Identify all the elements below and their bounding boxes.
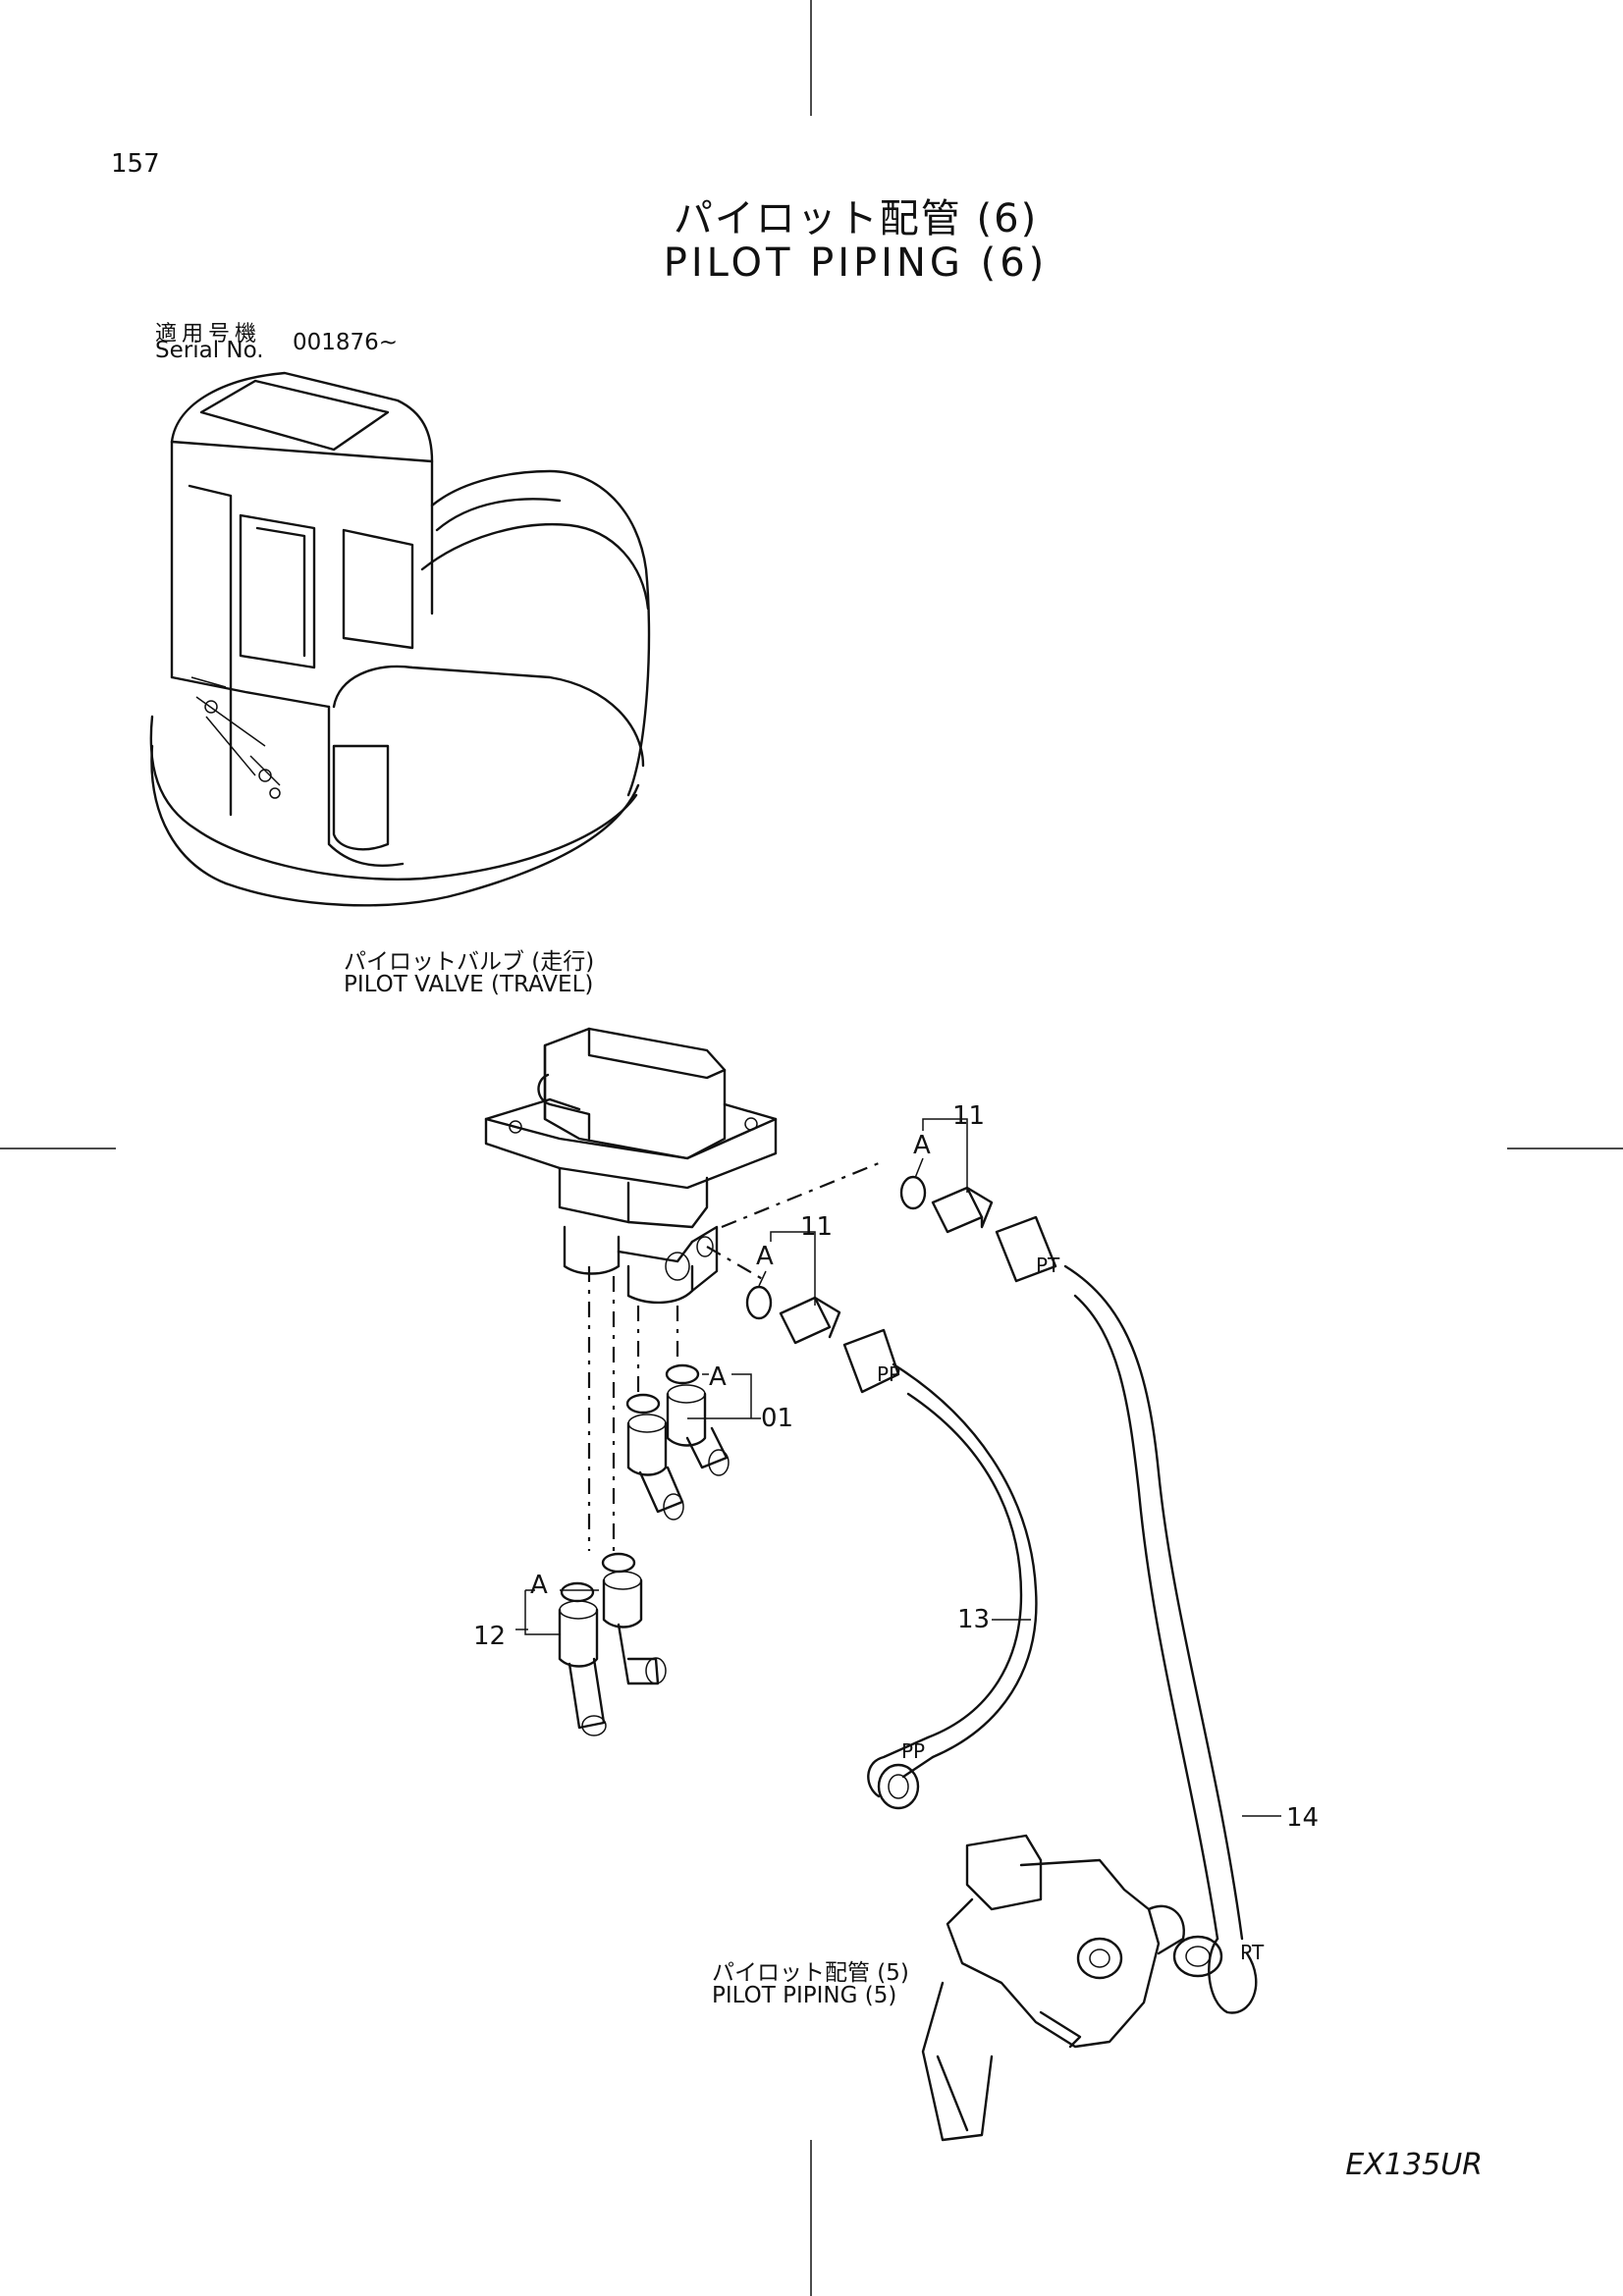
callout-13: 13 (957, 1605, 991, 1634)
pilot-piping5-label-jp: パイロット配管 (5) (712, 1960, 909, 1986)
pilot-piping5-label-en: PILOT PIPING (5) (712, 1983, 897, 2008)
callout-a-upper: A (913, 1131, 931, 1160)
hose-14 (995, 1215, 1258, 2014)
page-title-en: PILOT PIPING (6) (663, 240, 1049, 286)
callout-a-fitting: A (709, 1362, 727, 1392)
page-number: 157 (111, 149, 160, 179)
serial-label-en: Serial No. (155, 338, 264, 363)
o-rings (560, 1175, 927, 1603)
serial-label-jp: 適用号機 (155, 322, 262, 347)
serial-value: 001876~ (293, 330, 399, 355)
elbow-fittings (558, 1384, 730, 1736)
pilot-valve-label-en: PILOT VALVE (TRAVEL) (344, 972, 594, 997)
model-code: EX135UR (1345, 2148, 1483, 2182)
pilot-valve-label-jp: パイロットバルブ (走行) (344, 949, 595, 975)
callout-a-middle: A (756, 1242, 774, 1271)
callout-leaders (515, 1118, 1281, 1817)
page-title-jp: パイロット配管 (6) (673, 196, 1039, 241)
centerlines (587, 1161, 880, 1551)
pilot-valve-illustration (484, 1027, 778, 1305)
callout-01: 01 (761, 1404, 794, 1433)
pilot-piping5-valve-illustration (921, 1834, 1185, 2142)
machine-cab-illustration (149, 371, 651, 907)
callout-14: 14 (1286, 1803, 1320, 1833)
hose-13 (842, 1328, 1038, 1810)
adapter-fittings (779, 1186, 994, 1345)
callout-a-lower: A (530, 1571, 548, 1600)
callout-12: 12 (473, 1622, 507, 1651)
callout-11-lower: 11 (800, 1212, 834, 1242)
callout-11-upper: 11 (952, 1101, 986, 1131)
